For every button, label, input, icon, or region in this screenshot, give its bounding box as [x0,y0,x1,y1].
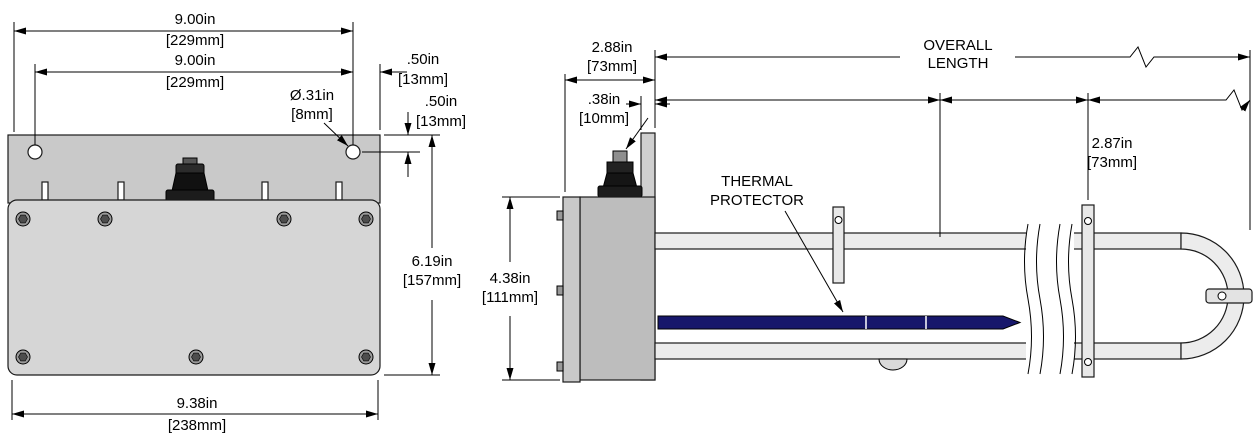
terminal-cap-front [165,157,215,203]
dim-hole-edge-h-in: .50in [407,51,440,68]
hex-bolt [97,211,113,227]
dim-chain-to-bracket [655,89,1251,237]
tube-bracket-right [1081,204,1095,378]
hex-bolt [276,211,292,227]
dim-bend-offset: 2.87in [73mm] [1087,93,1137,200]
front-view [7,134,381,376]
dim-side-height: 4.38in [111mm] [482,196,560,381]
dim-side-depth-mm: [73mm] [587,58,637,75]
dim-hole-span-mm: [229mm] [166,74,224,91]
flange-slot [117,181,125,201]
heater-tube-bottom [654,342,1182,360]
overall-length-label-2: LENGTH [928,55,989,72]
dim-hole-span-in: 9.00in [175,52,216,69]
dim-fitting-size-in: .38in [588,91,621,108]
front-view-plate [7,199,381,376]
break-lines [1024,223,1076,375]
dim-hole-span: 9.00in [229mm] [34,52,353,145]
bolt-head [556,361,564,372]
dim-hole-edge-v-mm: [13mm] [416,113,466,130]
mounting-hole-right [345,144,361,160]
thermal-protector-callout: THERMAL PROTECTOR [710,173,844,313]
thermal-protector-label-2: PROTECTOR [710,192,804,209]
tube-bracket-left [832,206,845,284]
dim-hole-edge-h-mm: [13mm] [398,71,448,88]
flange-slot [261,181,269,201]
dim-hole-diameter-mm: [8mm] [291,106,333,123]
dim-bend-offset-mm: [73mm] [1087,154,1137,171]
dim-front-width-in: 9.38in [177,395,218,412]
side-view [556,132,1253,383]
dim-hole-span-top-mm: [229mm] [166,32,224,49]
flange-slot [335,181,343,201]
side-view-body [579,196,656,381]
thermal-protector-label-1: THERMAL [721,173,793,190]
terminal-cap-side [597,150,643,204]
dim-overall-length: OVERALL LENGTH [655,37,1251,230]
dim-front-height: 6.19in [157mm] [384,134,461,376]
dim-fitting-size-mm: [10mm] [579,110,629,127]
mounting-hole-left [27,144,43,160]
dim-hole-diameter-in: Ø.31in [290,87,334,104]
dim-front-height-mm: [157mm] [403,272,461,289]
hex-bolt [188,349,204,365]
bolt-head [556,210,564,221]
dim-front-height-in: 6.19in [412,253,453,270]
dim-side-height-mm: [111mm] [482,289,538,306]
dim-bend-offset-in: 2.87in [1092,135,1133,152]
dim-front-width: 9.38in [238mm] [11,380,379,434]
tube-bulge [878,358,908,371]
side-view-plate [562,196,581,383]
end-lug-hole [1217,291,1227,301]
dim-hole-edge-horizontal: .50in [13mm] [326,51,448,130]
u-bend [1180,232,1245,360]
overall-length-label-1: OVERALL [923,37,992,54]
dim-front-width-mm: [238mm] [168,417,226,434]
dim-side-depth-in: 2.88in [592,39,633,56]
bolt-head [556,285,564,296]
dim-fitting-size: .38in [10mm] [579,91,670,150]
dim-hole-span-top: 9.00in [229mm] [13,11,354,145]
dim-hole-edge-vertical: .50in [13mm] [362,93,466,177]
flange-slot [41,181,49,201]
end-lug [1205,288,1253,304]
hex-bolt [358,211,374,227]
dim-hole-diameter: Ø.31in [8mm] [290,87,349,147]
hex-bolt [15,349,31,365]
dim-side-height-in: 4.38in [490,270,531,287]
dim-side-depth: 2.88in [73mm] [564,39,656,192]
dim-hole-span-top-in: 9.00in [175,11,216,28]
hex-bolt [15,211,31,227]
dim-hole-edge-v-in: .50in [425,93,458,110]
hex-bolt [358,349,374,365]
thermal-protector-rod [657,315,1022,330]
heater-tube-top [654,232,1182,250]
